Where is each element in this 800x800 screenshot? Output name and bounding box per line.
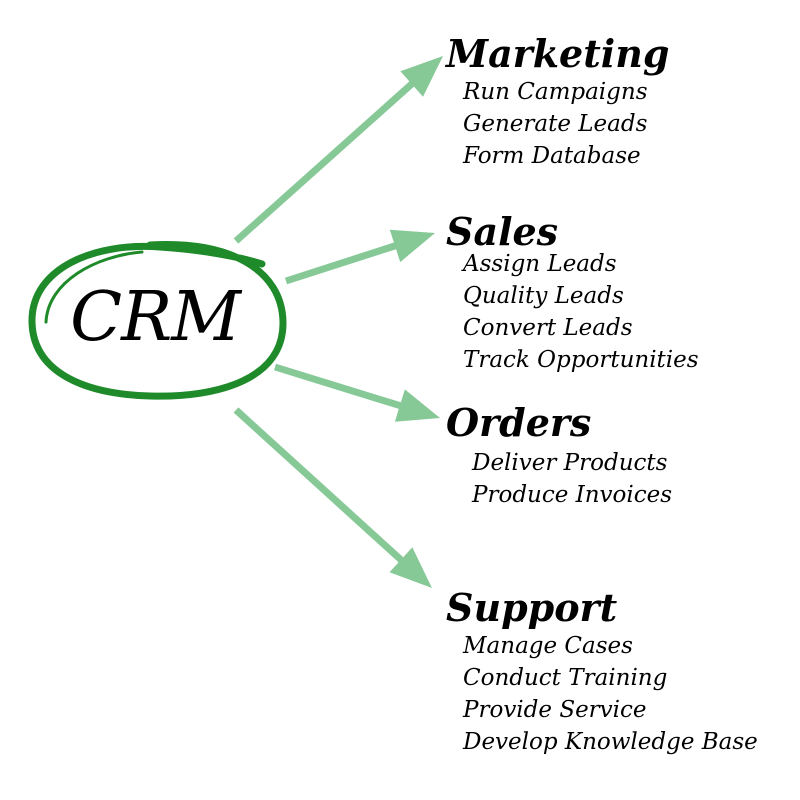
arrow-to-support: [233, 407, 432, 588]
branch-item: Track Opportunities: [463, 347, 699, 373]
branch-orders: Orders Deliver Products Produce Invoices: [446, 403, 672, 511]
branch-item: Deliver Products: [472, 450, 668, 476]
branch-sales: Sales Assign Leads Quality Leads Convert…: [446, 212, 699, 376]
branch-items-marketing: Run Campaigns Generate Leads Form Databa…: [463, 76, 669, 172]
arrow-to-sales: [284, 229, 435, 285]
branch-item: Develop Knowledge Base: [463, 729, 758, 755]
branch-item: Convert Leads: [463, 315, 633, 341]
branch-title-orders: Orders: [446, 400, 592, 445]
branch-item: Assign Leads: [463, 251, 617, 277]
branch-items-sales: Assign Leads Quality Leads Convert Leads…: [463, 248, 699, 376]
branch-item: Form Database: [463, 143, 641, 169]
branch-item: Provide Service: [463, 697, 647, 723]
branch-title-marketing: Marketing: [446, 31, 670, 76]
branch-item: Produce Invoices: [472, 482, 673, 508]
branch-item: Quality Leads: [463, 283, 624, 309]
branch-item: Generate Leads: [463, 111, 648, 137]
arrow-group: [233, 56, 443, 588]
branch-support: Support Manage Cases Conduct Training Pr…: [446, 588, 758, 758]
arrow-to-orders: [274, 363, 440, 422]
crm-ring: [28, 240, 287, 400]
branch-title-sales: Sales: [446, 209, 559, 254]
branch-items-orders: Deliver Products Produce Invoices: [472, 447, 672, 511]
branch-title-support: Support: [446, 585, 618, 630]
branch-items-support: Manage Cases Conduct Training Provide Se…: [463, 630, 758, 758]
branch-item: Manage Cases: [463, 633, 633, 659]
arrow-to-marketing: [233, 56, 443, 244]
branch-item: Conduct Training: [463, 665, 668, 691]
crm-center-label: CRM: [70, 278, 241, 357]
branch-marketing: Marketing Run Campaigns Generate Leads F…: [446, 34, 669, 172]
branch-item: Run Campaigns: [463, 79, 648, 105]
